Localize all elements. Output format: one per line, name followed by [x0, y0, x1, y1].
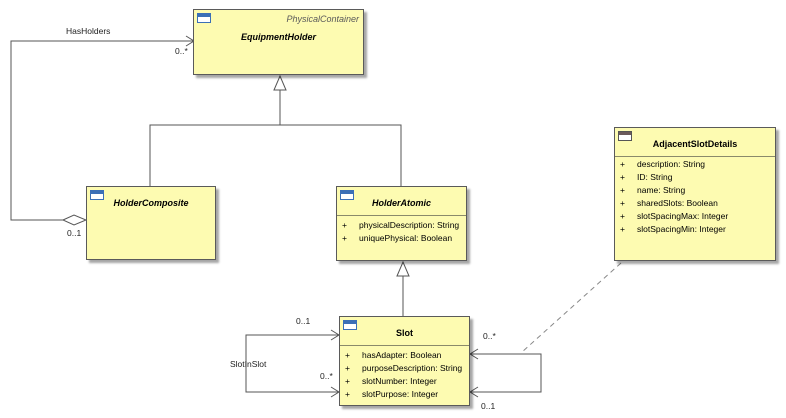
attribute-divider	[340, 345, 469, 346]
class-holder-atomic[interactable]: HolderAtomic +physicalDescription: Strin…	[336, 186, 467, 261]
class-name: EquipmentHolder	[240, 32, 316, 42]
class-icon	[343, 320, 357, 330]
class-icon	[90, 190, 104, 200]
class-name: AdjacentSlotDetails	[652, 139, 738, 149]
attribute-divider	[615, 156, 775, 157]
slot-in-slot-line[interactable]	[245, 334, 339, 393]
multiplicity-slot-in-slot-bottom: 0..*	[320, 371, 333, 381]
attribute: +slotPurpose: Integer	[345, 389, 439, 399]
slot-adjacency-arrow-top	[469, 348, 479, 360]
attribute: +sharedSlots: Boolean	[620, 198, 718, 208]
class-icon	[197, 13, 211, 23]
class-holder-composite[interactable]: HolderComposite	[86, 186, 216, 260]
multiplicity-adjacency-bottom: 0..1	[481, 401, 496, 411]
has-holders-line[interactable]	[10, 40, 194, 221]
multiplicity-slot-in-slot-top: 0..1	[296, 316, 311, 326]
attribute: +ID: String	[620, 172, 673, 182]
attribute: +physicalDescription: String	[342, 220, 460, 230]
association-class-link[interactable]	[521, 262, 622, 353]
generalization-branch[interactable]	[149, 124, 402, 186]
attribute: +name: String	[620, 185, 686, 195]
class-equipment-holder[interactable]: PhysicalContainer EquipmentHolder	[193, 9, 364, 75]
class-icon	[340, 190, 354, 200]
association-name-slot-in-slot: SlotInSlot	[230, 359, 267, 369]
class-name: HolderAtomic	[371, 198, 431, 208]
attribute: +slotSpacingMin: Integer	[620, 224, 726, 234]
class-name: Slot	[396, 328, 413, 338]
attribute-list: +physicalDescription: String +uniquePhys…	[337, 219, 466, 245]
attribute-list: +description: String +ID: String +name: …	[615, 158, 775, 236]
aggregation-diamond	[61, 214, 88, 226]
attribute-list: +hasAdapter: Boolean +purposeDescription…	[340, 349, 469, 401]
attribute: +hasAdapter: Boolean	[345, 350, 442, 360]
slot-adjacency-line[interactable]	[470, 353, 542, 393]
multiplicity-has-holders-target: 0..*	[175, 46, 188, 56]
generalization-triangle-equipment-holder	[273, 74, 287, 91]
slot-adjacency-arrow-bottom	[469, 386, 479, 398]
attribute: +purposeDescription: String	[345, 363, 463, 373]
attribute: +slotNumber: Integer	[345, 376, 437, 386]
association-name-has-holders: HasHolders	[66, 26, 111, 36]
multiplicity-has-holders-source: 0..1	[67, 228, 82, 238]
class-adjacent-slot-details[interactable]: AdjacentSlotDetails +description: String…	[614, 127, 776, 261]
attribute-divider	[337, 215, 466, 216]
attribute: +slotSpacingMax: Integer	[620, 211, 729, 221]
class-icon	[618, 131, 632, 141]
class-name: HolderComposite	[113, 198, 189, 208]
class-slot[interactable]: Slot +hasAdapter: Boolean +purposeDescri…	[339, 316, 470, 406]
multiplicity-adjacency-top: 0..*	[483, 331, 496, 341]
stereotype-label: PhysicalContainer	[286, 14, 359, 24]
attribute: +uniquePhysical: Boolean	[342, 233, 453, 243]
attribute: +description: String	[620, 159, 706, 169]
generalization-triangle-holder-atomic	[396, 260, 410, 277]
